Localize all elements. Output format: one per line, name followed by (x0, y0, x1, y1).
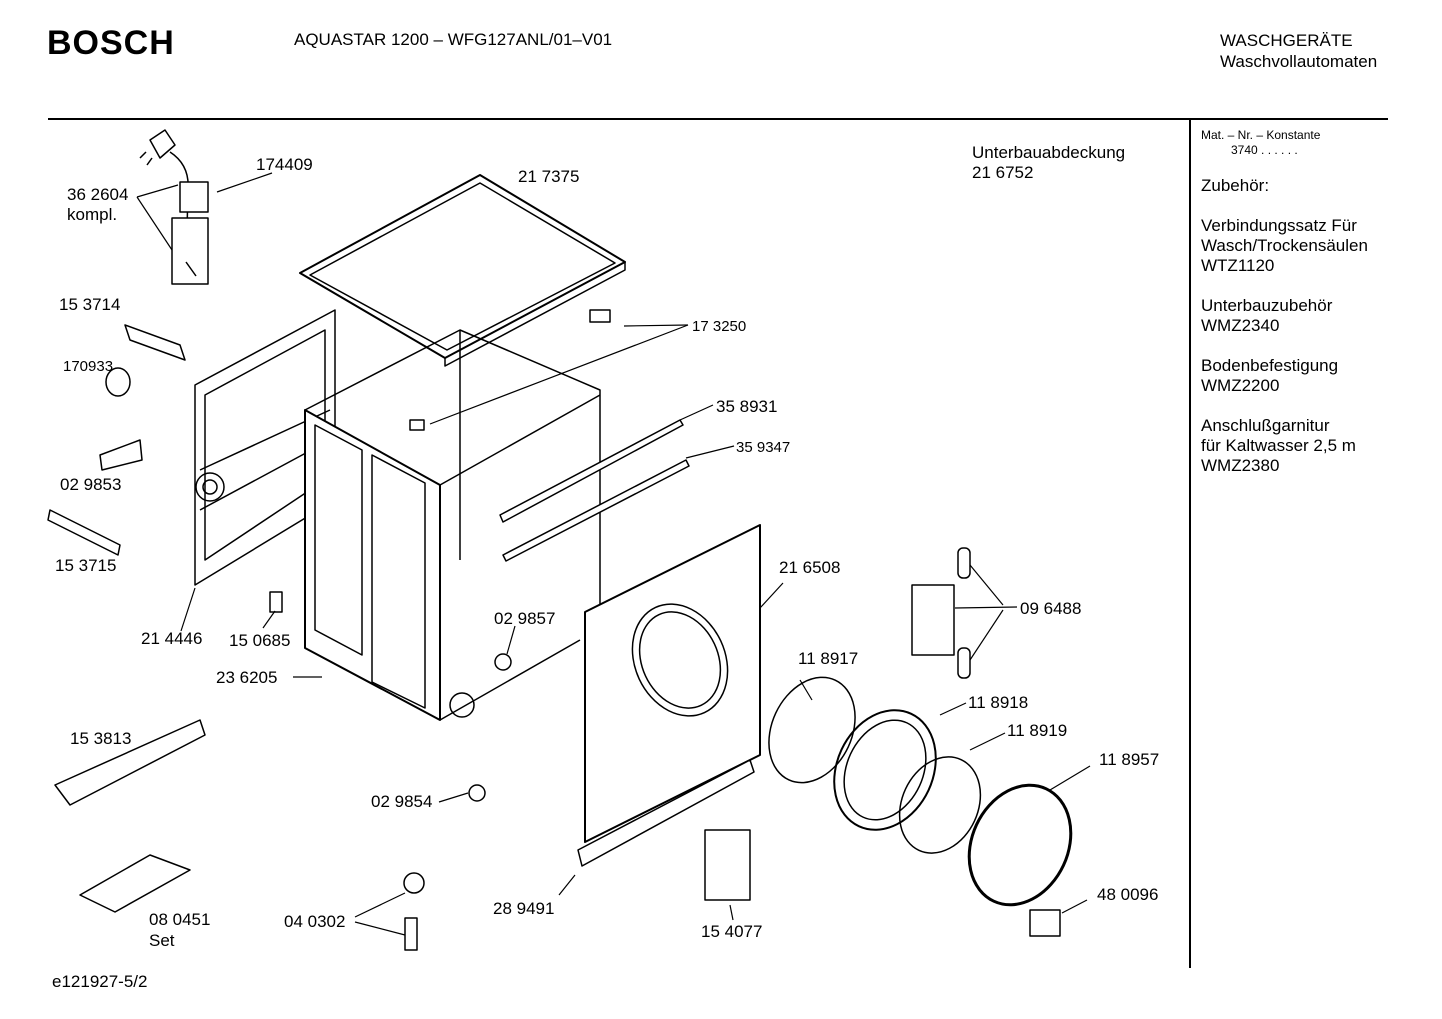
part-label: 170933 (63, 358, 114, 375)
part-label: 21 4446 (141, 629, 203, 648)
part-label: 15 3813 (70, 729, 132, 748)
part-label: 36 2604 (67, 185, 129, 204)
part-description: Unterbauabdeckung (972, 143, 1126, 162)
brand-logo: BOSCH (47, 24, 175, 62)
part-label: 04 0302 (284, 912, 346, 931)
part-label: 28 9491 (493, 899, 555, 918)
part-label: 15 0685 (229, 631, 291, 650)
part-label: 35 8931 (716, 397, 778, 416)
part-label: 174409 (256, 155, 313, 174)
category-line-1: WASCHGERÄTE (1220, 31, 1353, 50)
exploded-parts-drawing (47, 129, 1091, 951)
part-label: 11 8957 (1099, 750, 1160, 769)
part-label: 15 3714 (59, 295, 121, 314)
drawing-id: e121927-5/2 (52, 972, 148, 991)
accessory-line: Wasch/Trockensäulen (1201, 236, 1368, 255)
hinge-part (911, 547, 971, 679)
accessory-code: WMZ2340 (1201, 316, 1280, 335)
header-divider (48, 118, 1388, 120)
part-label: 02 9853 (60, 475, 122, 494)
accessory-code: WMZ2380 (1201, 456, 1280, 475)
part-label: 15 3715 (55, 556, 117, 575)
small-parts (47, 309, 1061, 951)
part-label: 11 8919 (1007, 721, 1068, 740)
power-cord-part (139, 129, 209, 285)
accessory-line: Verbindungssatz Für (1201, 216, 1357, 235)
mat-value: 3740 . . . . . . (1231, 143, 1298, 157)
sidebar-divider (1189, 118, 1191, 968)
part-label: 02 9857 (494, 609, 556, 628)
part-label: 21 7375 (518, 167, 580, 186)
part-label: 11 8917 (798, 649, 859, 668)
accessory-line: für Kaltwasser 2,5 m (1201, 436, 1356, 455)
category-block: WASCHGERÄTE Waschvollautomaten (1220, 30, 1377, 72)
accessory-item: Anschlußgarnitur für Kaltwasser 2,5 m WM… (1201, 416, 1391, 476)
part-label: 09 6488 (1020, 599, 1082, 618)
part-label: 11 8918 (968, 693, 1029, 712)
part-label: 02 9854 (371, 792, 433, 811)
part-label: 17 3250 (692, 318, 747, 335)
part-label: 21 6508 (779, 558, 841, 577)
door-parts (768, 676, 1073, 907)
accessories-sidebar: Mat. – Nr. – Konstante 3740 . . . . . . … (1201, 128, 1391, 476)
category-line-2: Waschvollautomaten (1220, 52, 1378, 71)
accessory-line: Unterbauzubehör (1201, 296, 1333, 315)
part-label: 48 0096 (1097, 885, 1159, 904)
accessory-item: Bodenbefestigung WMZ2200 (1201, 356, 1391, 396)
top-cover-part (299, 174, 626, 367)
part-label: 21 6752 (972, 163, 1034, 182)
accessory-code: WMZ2200 (1201, 376, 1280, 395)
leader-lines (136, 172, 1091, 936)
mat-label: Mat. – Nr. – Konstante (1201, 128, 1321, 142)
accessories-heading: Zubehör: (1201, 176, 1270, 195)
accessory-line: Anschlußgarnitur (1201, 416, 1330, 435)
part-note: Set (149, 931, 175, 950)
accessory-item: Unterbauzubehör WMZ2340 (1201, 296, 1391, 336)
part-label: 23 6205 (216, 668, 278, 687)
part-label: 15 4077 (701, 922, 763, 941)
accessory-item: Verbindungssatz Für Wasch/Trockensäulen … (1201, 216, 1391, 276)
part-label: 08 0451 (149, 910, 211, 929)
part-note: kompl. (67, 205, 118, 224)
model-title: AQUASTAR 1200 – WFG127ANL/01–V01 (294, 30, 613, 49)
support-strip-parts (499, 419, 690, 562)
part-label: 35 9347 (736, 439, 791, 456)
front-panel-part (584, 524, 761, 843)
accessory-code: WTZ1120 (1201, 256, 1275, 275)
plinth-strip-part (577, 759, 755, 867)
accessory-line: Bodenbefestigung (1201, 356, 1339, 375)
mat-number-block: Mat. – Nr. – Konstante 3740 . . . . . . (1201, 128, 1391, 158)
cabinet-part (304, 329, 601, 721)
